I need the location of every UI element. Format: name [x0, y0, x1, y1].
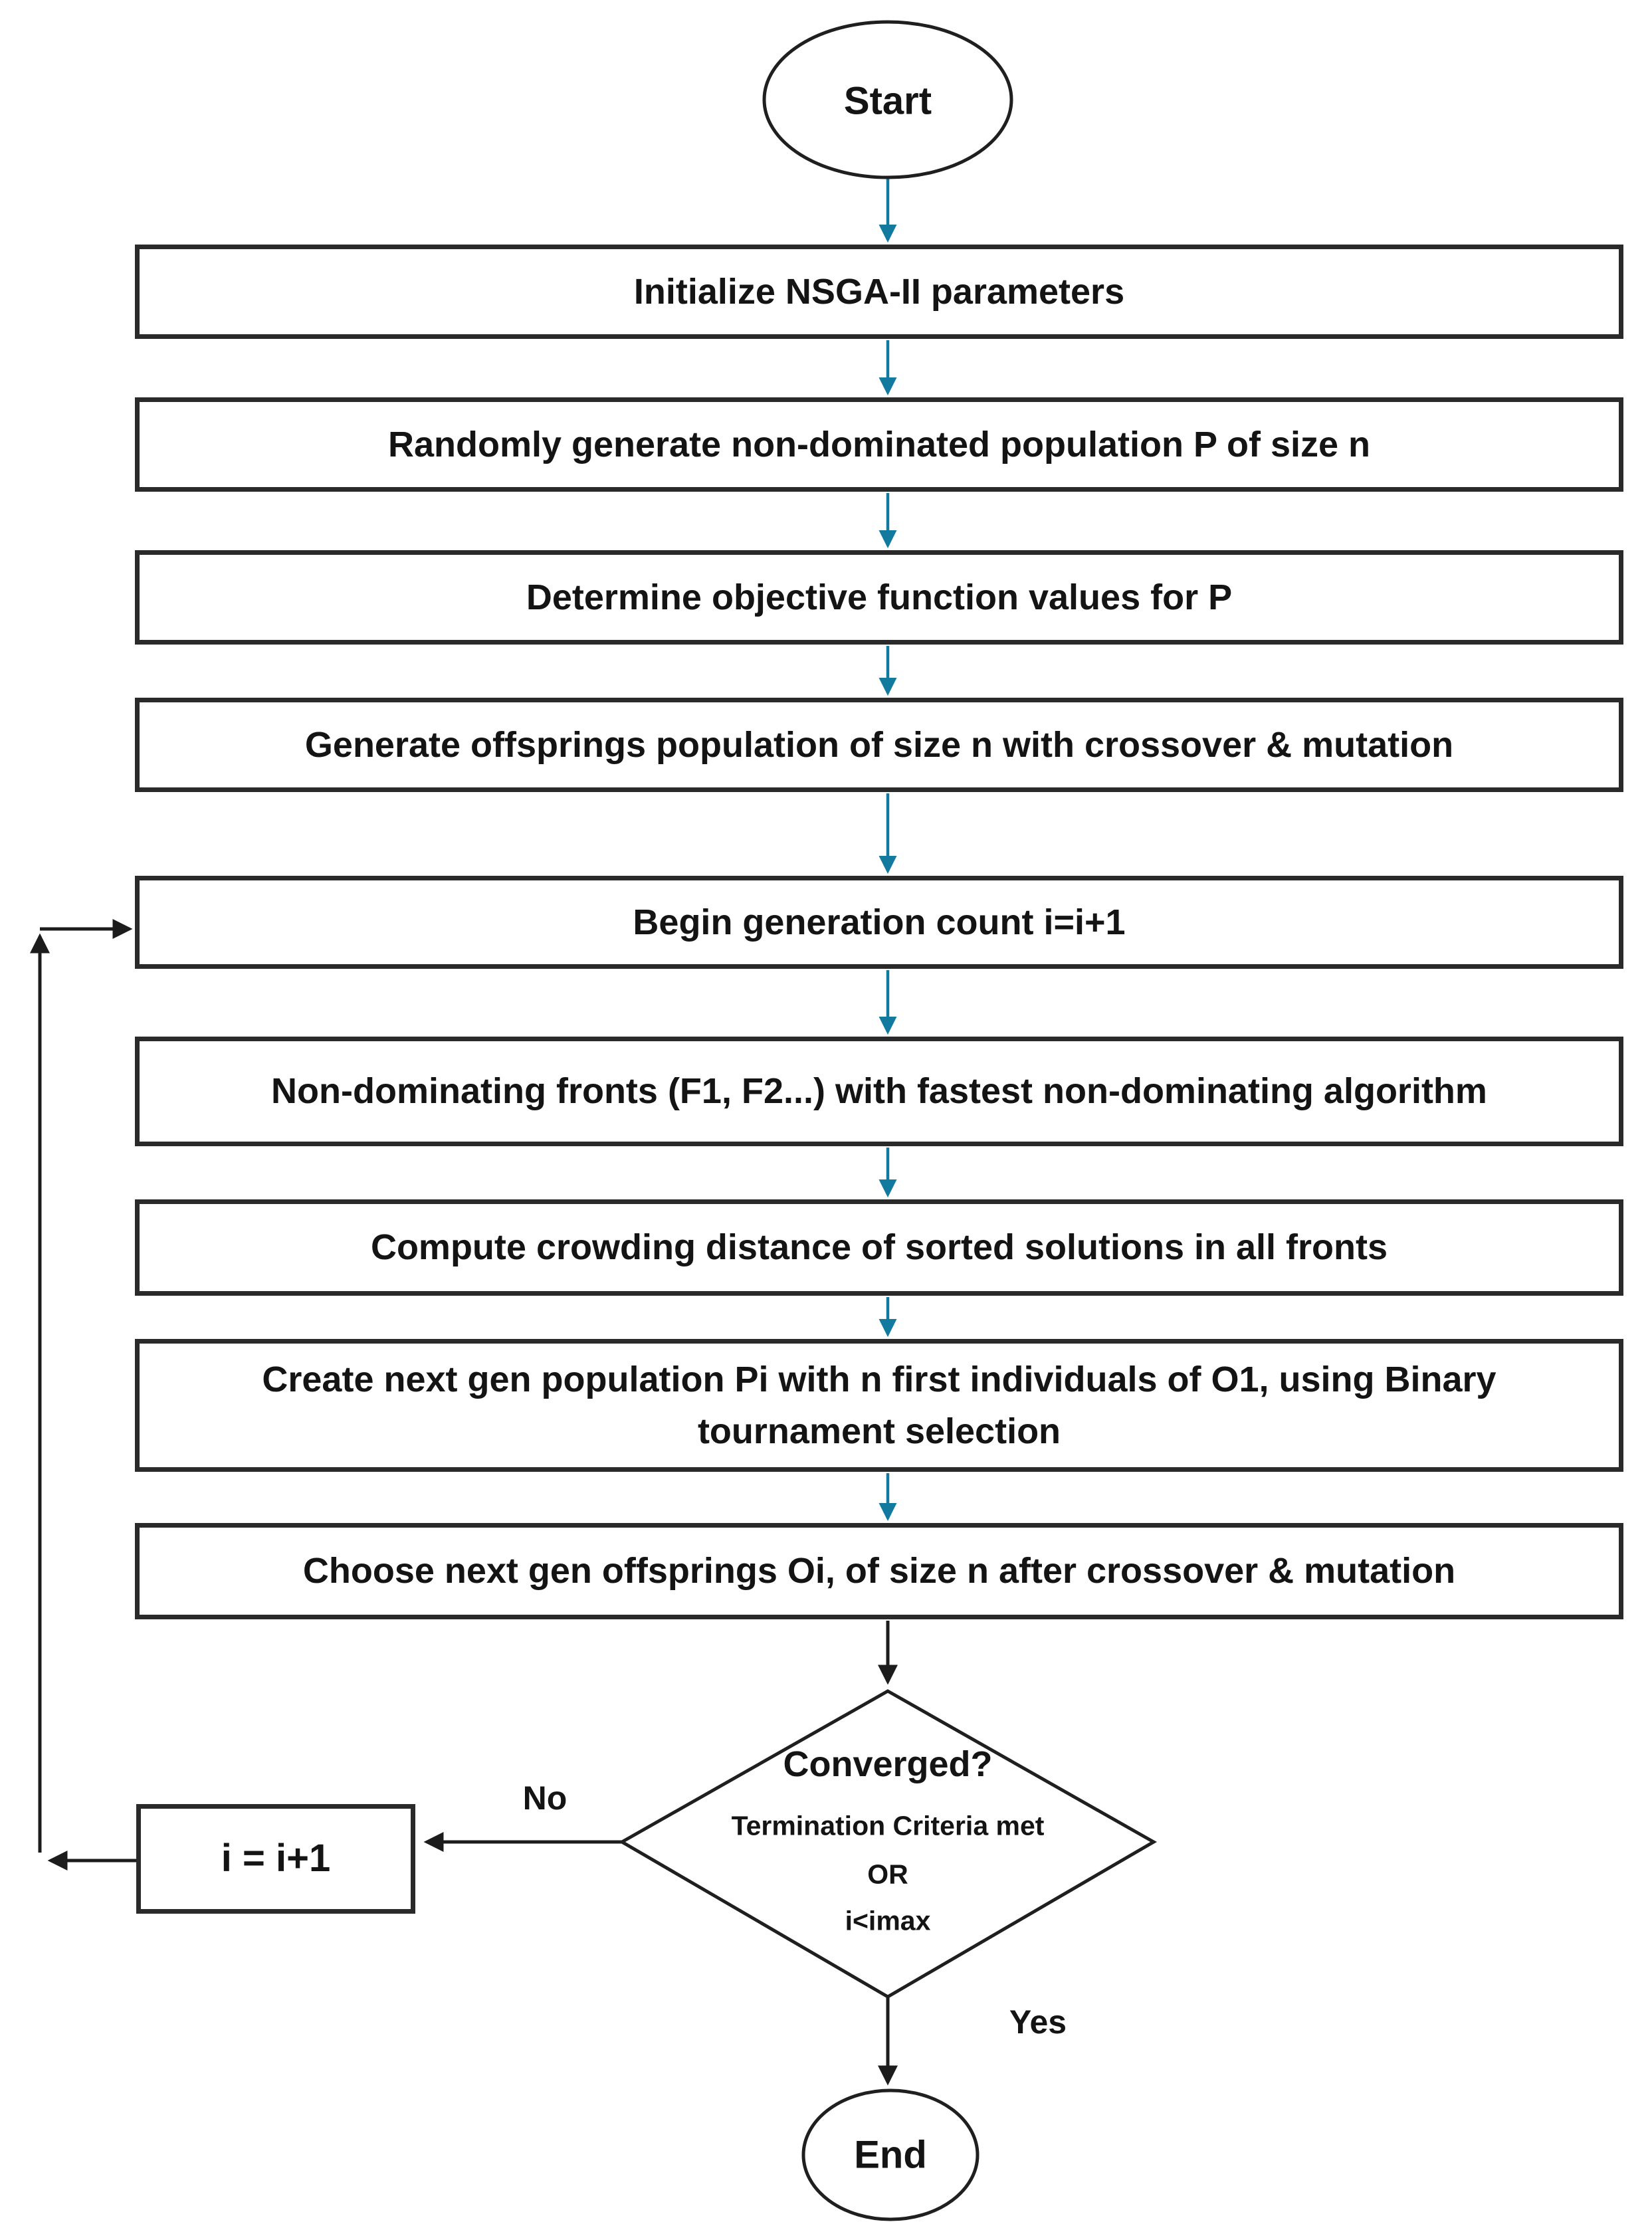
step-box-generate-offsprings: Generate offsprings population of size n…: [135, 698, 1623, 792]
decision-criteria: Termination Criteria met: [731, 1810, 1045, 1841]
step-box-non-dominating-fronts: Non-dominating fronts (F1, F2...) with f…: [135, 1037, 1623, 1146]
start-terminator-shape: [762, 20, 1013, 179]
step-box-generate-population: Randomly generate non-dominated populati…: [135, 397, 1623, 492]
decision-operator: OR: [867, 1859, 908, 1890]
end-terminator-shape: [801, 2088, 980, 2221]
step-box-next-gen-offsprings: Choose next gen offsprings Oi, of size n…: [135, 1523, 1623, 1619]
step-box-initialize-parameters: Initialize NSGA-II parameters: [135, 245, 1623, 339]
step-box-begin-generation-count: Begin generation count i=i+1: [135, 876, 1623, 969]
end-label: End: [854, 2133, 927, 2177]
decision-condition: i<imax: [845, 1905, 931, 1936]
step-box-objective-values: Determine objective function values for …: [135, 550, 1623, 645]
loop-increment-box: i = i+1: [136, 1804, 415, 1914]
decision-question: Converged?: [783, 1744, 993, 1784]
step-box-crowding-distance: Compute crowding distance of sorted solu…: [135, 1199, 1623, 1296]
branch-label-no: No: [522, 1779, 568, 1817]
decision-diamond-shape: [618, 1689, 1158, 1999]
step-box-next-gen-population: Create next gen population Pi with n fir…: [135, 1339, 1623, 1472]
branch-label-yes: Yes: [1009, 2003, 1067, 2041]
start-label: Start: [843, 79, 932, 123]
